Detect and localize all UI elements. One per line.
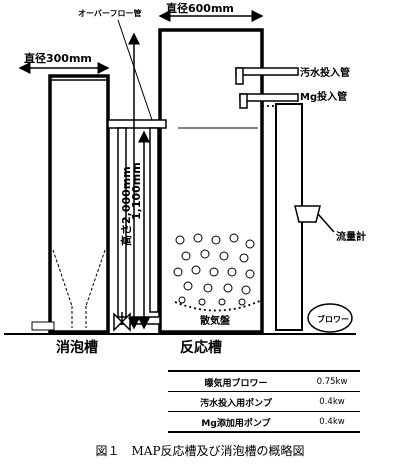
flowmeter-label: 流量計 [336,230,366,243]
equipment-power: 0.75kw [304,370,360,392]
wastewater-inlet-pipe [235,67,299,85]
table-row: 曝気用ブロワー 0.75kw [168,370,360,392]
equipment-power: 0.4kw [304,391,360,412]
overflow-leader [117,19,153,121]
wastewater-pipe-label: 汚水投入管 [300,66,350,79]
flowmeter-icon [294,205,335,233]
defoam-outlet-pipe [31,321,55,331]
equipment-name: 曝気用ブロワー [168,370,304,392]
bubbles [173,233,255,306]
overflow-label: オーバーフロー管 [78,8,141,18]
blower-label: ブロワー [317,314,349,324]
equipment-name: 汚水投入用ポンプ [168,391,304,412]
figure-caption: 図１ MAP反応槽及び消泡槽の概略図 [95,444,305,458]
mg-inlet-pipe [239,93,299,109]
level-label: 1,100mm [130,162,143,220]
defoam-tank-label: 消泡槽 [56,339,98,356]
blower-icon [307,303,353,333]
table-row: Mg添加用ポンプ 0.4kw [168,411,360,433]
diffuser-label: 散気盤 [200,314,231,327]
reactor-diameter-label: 直径600mm [166,1,234,15]
equipment-power: 0.4kw [304,411,360,433]
height-label: 高さ2,000mm [119,166,133,246]
table-row: 汚水投入用ポンプ 0.4kw [168,391,360,412]
reactor-tank-label: 反応槽 [180,339,222,356]
reactor-tank [158,28,264,334]
mg-pipe-label: Mg投入管 [300,90,347,103]
equipment-name: Mg添加用ポンプ [168,411,304,433]
valve-icon [113,312,131,332]
defoam-tank [48,74,110,334]
equipment-spec-table: 曝気用ブロワー 0.75kw 汚水投入用ポンプ 0.4kw Mg添加用ポンプ 0… [168,370,360,433]
air-line [174,105,276,312]
overflow-pipe [107,119,167,325]
defoam-diameter-label: 直径300mm [24,51,92,65]
